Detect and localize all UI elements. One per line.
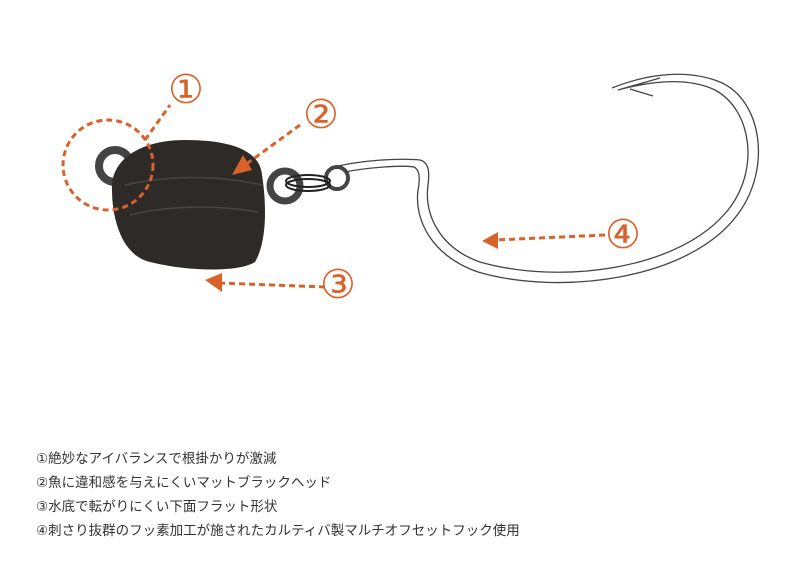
eye-highlight-circle — [61, 118, 155, 212]
jig-head-body — [111, 140, 266, 270]
callout-4: ④ — [605, 212, 641, 258]
hook — [329, 73, 760, 284]
callout-2: ② — [303, 92, 339, 138]
callout-markers — [61, 104, 606, 289]
jig-head-diagram — [61, 73, 760, 292]
callout-3: ③ — [320, 262, 356, 308]
arrow-heads — [205, 155, 498, 292]
callout-1: ① — [168, 67, 204, 113]
split-ring-icon — [285, 174, 331, 192]
feature-item: ④刺さり抜群のフッ素加工が施されたカルティバ製マルチオフセットフック使用 — [36, 523, 520, 539]
feature-list: ①絶妙なアイバランスで根掛かりが激減 ②魚に違和感を与えにくいマットブラックヘッ… — [36, 447, 520, 543]
feature-item: ③水底で転がりにくい下面フラット形状 — [36, 499, 278, 515]
feature-item: ②魚に違和感を与えにくいマットブラックヘッド — [36, 475, 332, 491]
feature-item: ①絶妙なアイバランスで根掛かりが激減 — [36, 451, 277, 467]
